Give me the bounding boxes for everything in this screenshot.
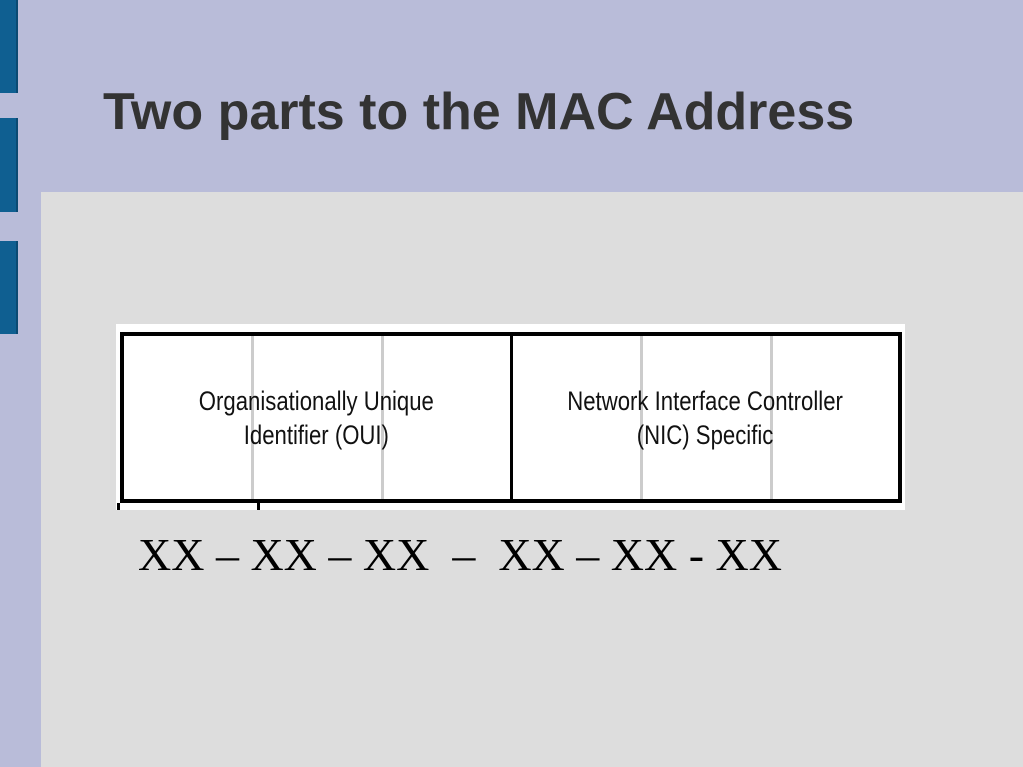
mac-address-diagram: Organisationally Unique Identifier (OUI)… xyxy=(120,332,902,503)
bracket-tick-right xyxy=(257,503,260,510)
mac-address-format: XX – XX – XX – XX – XX - XX xyxy=(138,529,782,580)
bracket-tick-left xyxy=(117,503,120,510)
nic-label-line1: Network Interface Controller xyxy=(567,385,844,416)
oui-cell: Organisationally Unique Identifier (OUI) xyxy=(124,336,513,499)
guide-line xyxy=(381,336,384,499)
nic-label: Network Interface Controller (NIC) Speci… xyxy=(567,384,843,452)
accent-bar-bottom xyxy=(0,241,18,334)
slide-title: Two parts to the MAC Address xyxy=(103,83,855,141)
oui-label: Organisationally Unique Identifier (OUI) xyxy=(199,384,434,452)
guide-line xyxy=(639,336,643,499)
nic-cell: Network Interface Controller (NIC) Speci… xyxy=(513,336,899,499)
oui-label-line1: Organisationally Unique xyxy=(199,385,435,416)
nic-label-line2: (NIC) Specific xyxy=(636,419,774,450)
guide-line xyxy=(251,336,254,499)
accent-bar-middle xyxy=(0,118,18,212)
guide-line xyxy=(769,336,773,499)
accent-bar-top xyxy=(0,0,18,93)
oui-label-line2: Identifier (OUI) xyxy=(244,419,390,450)
